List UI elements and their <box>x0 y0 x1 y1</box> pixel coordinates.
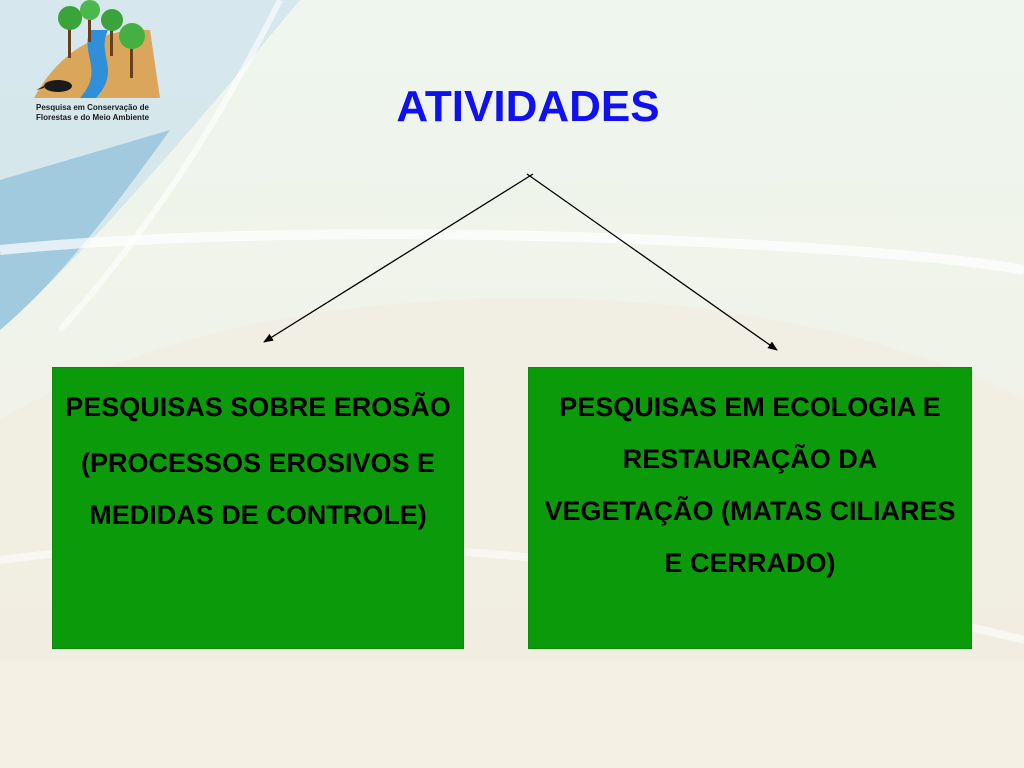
box-erosion-heading: PESQUISAS SOBRE EROSÃO <box>65 392 451 422</box>
box-erosion-detail: (PROCESSOS EROSIVOS E MEDIDAS DE CONTROL… <box>80 448 436 530</box>
logo-caption-line-2: Florestas e do Meio Ambiente <box>36 113 150 122</box>
box-ecology-research: PESQUISAS EM ECOLOGIA E RESTAURAÇÃO DA V… <box>528 367 972 649</box>
arrow-left <box>263 173 534 343</box>
page-title: ATIVIDADES <box>396 82 660 131</box>
logo: Pesquisa em Conservação de Florestas e d… <box>30 0 162 130</box>
arrow-right <box>526 173 778 351</box>
box-erosion-research: PESQUISAS SOBRE EROSÃO (PROCESSOS EROSIV… <box>52 367 464 649</box>
box-ecology-heading: PESQUISAS EM ECOLOGIA E RESTAURAÇÃO DA V… <box>544 392 956 578</box>
logo-caption-line-1: Pesquisa em Conservação de <box>36 103 149 112</box>
logo-caption: Pesquisa em Conservação de Florestas e d… <box>36 103 160 123</box>
trees-river-anteater-logo-icon <box>34 0 160 98</box>
